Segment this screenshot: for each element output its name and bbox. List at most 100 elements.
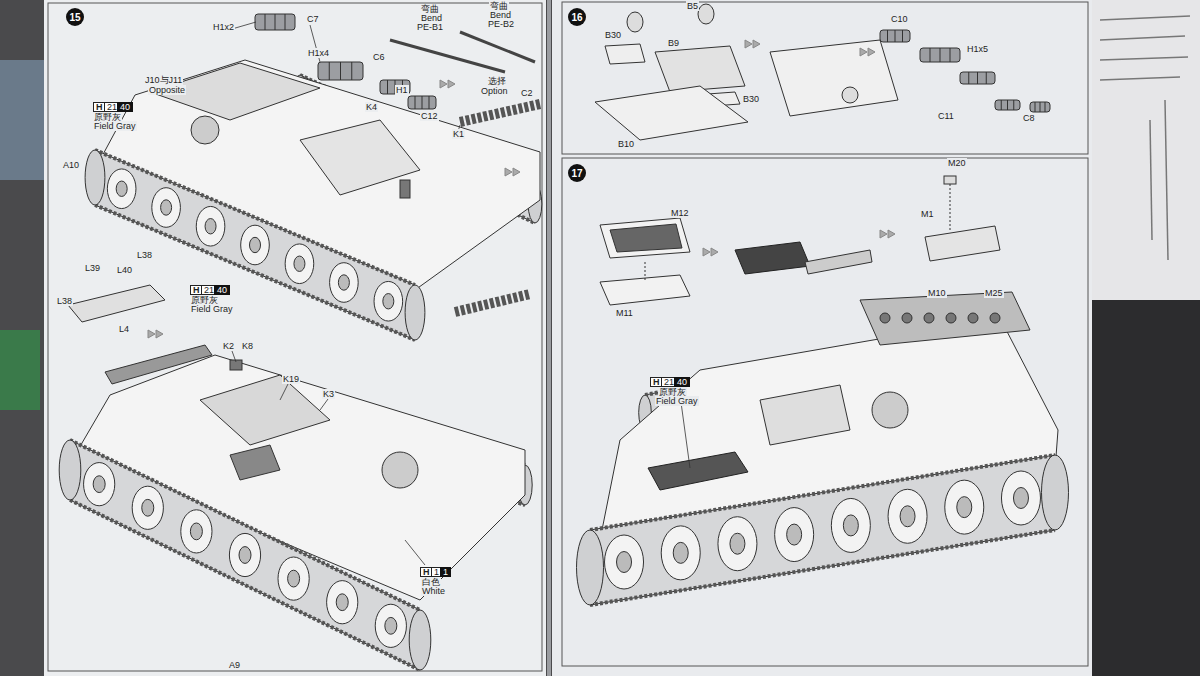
link-line [429, 96, 430, 109]
road-wheel [196, 206, 225, 246]
link-line [285, 14, 286, 30]
link-line [415, 96, 416, 109]
track-tread [590, 530, 1055, 605]
part-number: Option [480, 86, 509, 96]
rod [460, 32, 535, 62]
link-line [902, 30, 903, 42]
print-line [1100, 57, 1188, 60]
part-number: M20 [947, 158, 967, 168]
part-number: H1 [395, 85, 409, 95]
paint-code: 40 [674, 377, 690, 387]
grille [648, 452, 748, 490]
assembly-arrow [505, 168, 512, 176]
desk-item [0, 330, 40, 410]
part [944, 176, 956, 184]
print-line [1100, 36, 1185, 40]
wheel-hub [383, 294, 394, 309]
sprocket [59, 440, 81, 500]
road-wheel [278, 557, 309, 600]
part-number: B30 [604, 30, 622, 40]
plate [605, 44, 645, 64]
part [400, 180, 410, 198]
wheel-hub [142, 499, 154, 516]
road-wheel [831, 498, 870, 552]
bar [805, 250, 872, 274]
road-wheel [327, 581, 358, 624]
wheel-hub [787, 524, 802, 545]
part-number: L38 [136, 250, 153, 260]
part-number: K2 [222, 341, 235, 351]
wheel-hub [205, 219, 216, 234]
part-number: B30 [742, 94, 760, 104]
part-number: L38 [56, 296, 73, 306]
assembly-arrow [156, 330, 163, 338]
part-number: 选择 [487, 76, 507, 86]
link-line [950, 48, 951, 62]
link-line [275, 14, 276, 30]
link-line [968, 72, 969, 84]
engine-deck [860, 292, 1030, 345]
part-number: Field Gray [93, 121, 137, 131]
part-number: K4 [365, 102, 378, 112]
part-number: B10 [617, 139, 635, 149]
wheel-hub [93, 476, 105, 493]
cone-part [627, 12, 643, 32]
part-number: K3 [322, 389, 335, 399]
track-band [95, 150, 415, 340]
track-tread [95, 150, 415, 285]
wheel-hub [190, 523, 202, 540]
paint-code: 40 [214, 285, 230, 295]
track-link-set [880, 30, 910, 42]
leader-line [232, 351, 236, 362]
wheel-hub [250, 237, 261, 252]
wheel-hub [385, 617, 397, 634]
side-paper [1090, 0, 1200, 300]
track-link-set [960, 72, 995, 84]
link-line [387, 80, 388, 94]
assembly-arrow [148, 330, 155, 338]
deck-vent [968, 313, 978, 323]
road-wheel [375, 604, 406, 647]
pe-sheet [105, 345, 212, 384]
print-line [1150, 120, 1152, 240]
part-number: C2 [520, 88, 534, 98]
road-wheel [132, 486, 163, 529]
part-number: L4 [118, 324, 130, 334]
interior [200, 375, 330, 445]
wheel-hub [617, 552, 632, 573]
mesh [610, 224, 682, 252]
road-wheel [241, 225, 270, 265]
part-number: C12 [420, 111, 439, 121]
part-number: A9 [228, 660, 241, 670]
rod [390, 40, 505, 72]
link-line [1007, 100, 1008, 110]
track-link-set [255, 14, 295, 30]
track-link-set [318, 62, 363, 80]
track-segment [455, 294, 530, 312]
part-number: C11 [937, 111, 955, 121]
assembly-arrow [860, 48, 867, 56]
step-number: 16 [568, 8, 586, 26]
left-page [44, 0, 546, 676]
wheel-hub [1013, 487, 1028, 508]
hatch [230, 445, 280, 480]
paint-code: 40 [117, 102, 133, 112]
link-line [940, 48, 941, 62]
part-number: M25 [984, 288, 1004, 298]
track-band [590, 455, 1055, 605]
leader-line [405, 540, 425, 565]
link-line [340, 62, 341, 80]
part-number: H1x2 [212, 22, 235, 32]
wheel-hub [294, 256, 305, 271]
plate [770, 40, 898, 116]
road-wheel [718, 517, 757, 571]
part-number: K8 [241, 341, 254, 351]
track-tread [95, 205, 415, 340]
assembly-arrow [440, 80, 447, 88]
road-wheel [1001, 471, 1040, 525]
part-number: B9 [667, 38, 680, 48]
plate [595, 86, 748, 140]
assembly-arrow [888, 230, 895, 238]
